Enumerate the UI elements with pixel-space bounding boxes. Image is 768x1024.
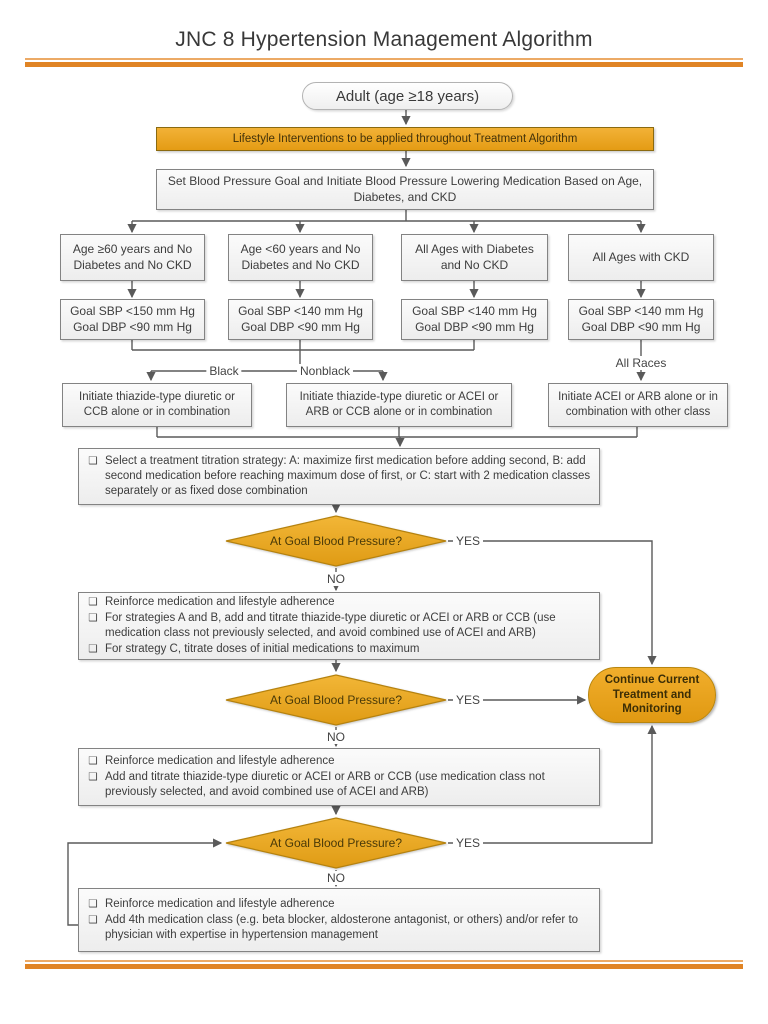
yes-label-2: YES (452, 693, 484, 707)
checklist-item-text: Add and titrate thiazide-type diuretic o… (105, 771, 545, 798)
checkbox-bullet-icon: ❑ (88, 755, 98, 767)
initiate-label: Initiate thiazide-type diuretic or ACEI … (299, 391, 499, 418)
action-box-2: ❑ Reinforce medication and lifestyle adh… (78, 748, 600, 806)
category-label: Age ≥60 years and No Diabetes and No CKD (72, 242, 193, 272)
decision-question: At Goal Blood Pressure? (269, 534, 403, 548)
goal-sbp: Goal SBP <150 mm Hg (70, 304, 195, 319)
checkbox-bullet-icon: ❑ (88, 455, 98, 467)
lifestyle-label: Lifestyle Interventions to be applied th… (232, 133, 578, 145)
set-goal-node: Set Blood Pressure Goal and Initiate Blo… (156, 169, 654, 210)
category-label: Age <60 years and No Diabetes and No CKD (240, 242, 361, 272)
category-age60plus: Age ≥60 years and No Diabetes and No CKD (60, 234, 205, 281)
checklist-item: ❑ Reinforce medication and lifestyle adh… (85, 754, 591, 769)
decision-question: At Goal Blood Pressure? (269, 693, 403, 707)
goal-sbp: Goal SBP <140 mm Hg (412, 304, 537, 319)
checklist-item: ❑ Reinforce medication and lifestyle adh… (85, 595, 591, 610)
lifestyle-node: Lifestyle Interventions to be applied th… (156, 127, 654, 151)
checklist-item-text: Select a treatment titration strategy: A… (105, 455, 591, 497)
category-age-under60: Age <60 years and No Diabetes and No CKD (228, 234, 373, 281)
goal-dbp: Goal DBP <90 mm Hg (581, 319, 701, 334)
checklist-item: ❑ For strategies A and B, add and titrat… (85, 611, 591, 641)
goal-sbp: Goal SBP <140 mm Hg (578, 304, 704, 319)
decision-question: At Goal Blood Pressure? (269, 836, 403, 850)
yes-label-1: YES (452, 534, 484, 548)
terminal-label: Treatment and (612, 688, 692, 701)
branch-label-black: Black (206, 364, 242, 378)
checkbox-bullet-icon: ❑ (88, 643, 98, 655)
checklist-item-text: Reinforce medication and lifestyle adher… (105, 898, 335, 910)
checklist-item: ❑ Select a treatment titration strategy:… (85, 454, 591, 499)
initiate-merge-rail (156, 427, 638, 438)
checkbox-bullet-icon: ❑ (88, 596, 98, 608)
initiate-nonblack-node: Initiate thiazide-type diuretic or ACEI … (286, 383, 512, 427)
initiate-ckd-node: Initiate ACEI or ARB alone or in combina… (548, 383, 728, 427)
category-label: All Ages with CKD (592, 249, 690, 264)
diamond-shape (225, 515, 447, 567)
initiate-black-node: Initiate thiazide-type diuretic or CCB a… (62, 383, 252, 427)
checkbox-bullet-icon: ❑ (88, 612, 98, 624)
start-label: Adult (age ≥18 years) (335, 87, 480, 105)
decision-3: At Goal Blood Pressure? (224, 816, 448, 870)
terminal-node: Continue Current Treatment and Monitorin… (588, 667, 716, 723)
goal-sbp: Goal SBP <140 mm Hg (238, 304, 363, 319)
action-box-1: ❑ Reinforce medication and lifestyle adh… (78, 592, 600, 660)
bottom-rule-thin (25, 960, 743, 962)
strategy-box: ❑ Select a treatment titration strategy:… (78, 448, 600, 505)
checklist-item-text: For strategies A and B, add and titrate … (105, 612, 556, 639)
page-title: JNC 8 Hypertension Management Algorithm (175, 28, 593, 51)
terminal-label: Continue Current (604, 674, 700, 687)
initiate-label: Initiate thiazide-type diuretic or CCB a… (79, 391, 235, 418)
split-setgoal-rail (132, 210, 641, 222)
goal-box-1: Goal SBP <150 mm Hg Goal DBP <90 mm Hg (60, 299, 205, 340)
goal-dbp: Goal DBP <90 mm Hg (415, 319, 534, 334)
top-rule-thin (25, 58, 743, 60)
category-ckd: All Ages with CKD (568, 234, 714, 281)
checklist-item-text: Reinforce medication and lifestyle adher… (105, 596, 335, 608)
diamond-shape (225, 674, 447, 726)
bottom-rule-thick (25, 964, 743, 969)
yes-label-3: YES (452, 836, 484, 850)
set-goal-label: Set Blood Pressure Goal and Initiate Blo… (167, 174, 643, 204)
checklist-item-text: Reinforce medication and lifestyle adher… (105, 755, 335, 767)
goal-box-4: Goal SBP <140 mm Hg Goal DBP <90 mm Hg (568, 299, 714, 340)
category-diabetes: All Ages with Diabetes and No CKD (401, 234, 548, 281)
checklist-item: ❑ Add 4th medication class (e.g. beta bl… (85, 913, 591, 943)
category-label: All Ages with Diabetes and No CKD (415, 242, 534, 272)
decision-1: At Goal Blood Pressure? (224, 514, 448, 568)
checkbox-bullet-icon: ❑ (88, 898, 98, 910)
no-label-2: NO (324, 730, 348, 744)
action-box-3: ❑ Reinforce medication and lifestyle adh… (78, 888, 600, 952)
checklist-item: ❑ Reinforce medication and lifestyle adh… (85, 897, 591, 912)
decision-2: At Goal Blood Pressure? (224, 673, 448, 727)
goal-box-2: Goal SBP <140 mm Hg Goal DBP <90 mm Hg (228, 299, 373, 340)
branch-label-nonblack: Nonblack (296, 364, 354, 378)
top-rule-thick (25, 62, 743, 67)
checklist-item: ❑ For strategy C, titrate doses of initi… (85, 642, 591, 657)
no-label-1: NO (324, 572, 348, 586)
start-node: Adult (age ≥18 years) (302, 82, 513, 110)
checkbox-bullet-icon: ❑ (88, 771, 98, 783)
branch-label-all-races: All Races (612, 356, 670, 370)
no-label-3: NO (324, 871, 348, 885)
initiate-label: Initiate ACEI or ARB alone or in combina… (558, 391, 718, 418)
goal-dbp: Goal DBP <90 mm Hg (241, 319, 360, 334)
checklist-item-text: For strategy C, titrate doses of initial… (105, 643, 420, 655)
checklist-item-text: Add 4th medication class (e.g. beta bloc… (105, 914, 579, 941)
goal-dbp: Goal DBP <90 mm Hg (73, 319, 192, 334)
terminal-label: Monitoring (622, 703, 682, 716)
goal-box-3: Goal SBP <140 mm Hg Goal DBP <90 mm Hg (401, 299, 548, 340)
checkbox-bullet-icon: ❑ (88, 914, 98, 926)
diamond-shape (225, 817, 447, 869)
checklist-item: ❑ Add and titrate thiazide-type diuretic… (85, 770, 591, 800)
